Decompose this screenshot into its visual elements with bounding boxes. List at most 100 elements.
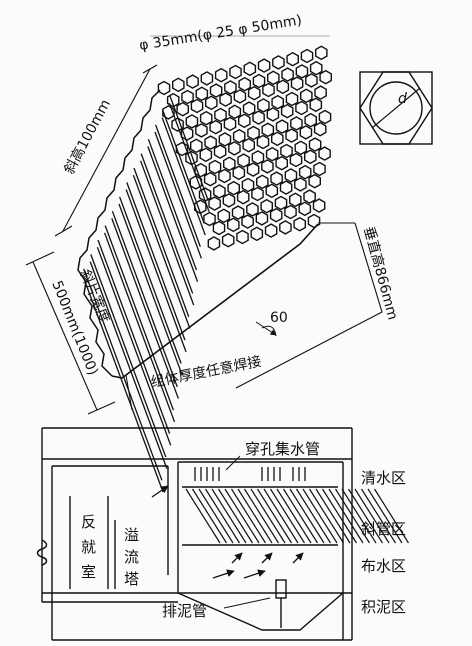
honeycomb-cell: [303, 189, 316, 204]
reaction-chamber-label: 室: [81, 563, 96, 581]
honeycomb-cell: [251, 186, 264, 202]
honeycomb-cell: [204, 135, 217, 150]
tube-hatch-line: [367, 488, 403, 544]
honeycomb-cell: [308, 137, 322, 152]
honeycomb-cell: [318, 109, 332, 125]
honeycomb-cell: [241, 177, 255, 193]
honeycomb-cell: [275, 155, 288, 171]
honeycomb-cell: [308, 173, 321, 189]
hole-size-label: φ 35mm(φ 25 φ 50mm): [138, 12, 303, 54]
honeycomb-cell: [185, 114, 199, 129]
honeycomb-cell: [309, 97, 323, 113]
tube-hatch-line: [282, 488, 319, 544]
honeycomb-cell: [246, 162, 260, 177]
honeycomb-cell: [247, 125, 260, 141]
honeycomb-cell: [309, 60, 323, 76]
honeycomb-cell: [285, 128, 298, 143]
honeycomb-cell: [293, 216, 306, 232]
honeycomb-cell: [289, 152, 303, 168]
tube-hatch-line: [269, 488, 306, 544]
honeycomb-cell: [255, 211, 269, 226]
honeycomb-cell: [261, 122, 275, 138]
honeycomb-cell: [189, 175, 203, 190]
honeycomb-cell: [295, 100, 308, 116]
tube-wall-line: [154, 124, 201, 247]
honeycomb-cell: [264, 223, 278, 238]
tube-wall-line: [161, 117, 206, 236]
honeycomb-cell: [286, 51, 299, 67]
honeycomb-cell: [218, 168, 231, 184]
honeycomb-cell: [247, 85, 261, 101]
tube-wall-line: [133, 167, 190, 318]
module-bottom-edge: [111, 223, 319, 379]
vertical-height-dimension: [235, 222, 383, 389]
honeycomb-cell: [243, 61, 257, 77]
honeycomb-cell: [313, 161, 326, 177]
tube-wall-line: [90, 254, 167, 458]
honeycomb-cell: [219, 92, 232, 107]
honeycomb-cell: [212, 220, 226, 236]
honeycomb-cell: [175, 141, 189, 157]
honeycomb-cell: [186, 74, 199, 89]
tube-hatch-line: [224, 488, 260, 544]
honeycomb-cell: [194, 162, 208, 178]
honeycomb-cell: [176, 101, 190, 117]
honeycomb-cell: [252, 110, 265, 125]
honeycomb-cell: [242, 137, 256, 153]
honeycomb-cell: [214, 107, 227, 123]
honeycomb-cell: [229, 64, 242, 80]
honeycomb-cell: [157, 80, 171, 96]
honeycomb-cell: [193, 199, 207, 215]
honeycomb-cell: [280, 143, 293, 159]
tube-wall-line: [154, 131, 203, 259]
honeycomb-cell: [203, 171, 217, 187]
tube-hatch-line: [295, 488, 332, 544]
tube-wall-line: [162, 110, 205, 224]
tube-hatch-line: [256, 488, 293, 544]
tube-hatch-line: [211, 488, 247, 544]
honeycomb-cell: [271, 94, 284, 110]
honeycomb-cell: [256, 134, 270, 150]
tube-wall-line: [139, 160, 195, 306]
honeycomb-cell: [274, 195, 288, 211]
tube-hatch-line: [315, 488, 351, 544]
honeycomb-cell: [162, 105, 175, 120]
honeycomb-cell: [224, 80, 237, 95]
tube-wall-line: [118, 203, 183, 376]
honeycomb-cell: [223, 116, 237, 132]
honeycomb-cell: [261, 159, 274, 174]
honeycomb-cell: [198, 187, 212, 202]
inclined-tube-hatching: [185, 488, 410, 544]
honeycomb-cell: [213, 144, 227, 159]
tube-hatch-line: [243, 488, 280, 544]
tube-hatch-line: [289, 488, 325, 544]
tube-hatch-line: [204, 488, 241, 544]
honeycomb-cell: [242, 101, 256, 116]
honeycomb-cell: [208, 159, 222, 175]
honeycomb-cell: [237, 153, 250, 168]
honeycomb-cell: [304, 112, 317, 128]
honeycomb-cell: [299, 125, 313, 140]
honeycomb-cell: [300, 48, 314, 64]
honeycomb-cell: [222, 156, 236, 172]
perforated-pipe-ticks: [194, 467, 306, 481]
tube-wall-lines: [82, 95, 210, 493]
tube-hatch-line: [334, 488, 371, 544]
honeycomb-cell: [204, 95, 218, 111]
tube-wall-line: [126, 182, 186, 341]
honeycomb-cell: [226, 217, 240, 233]
slant-height-label: 斜高100mm: [61, 96, 115, 176]
honeycomb-cell: [295, 64, 309, 79]
honeycomb-cell: [237, 113, 251, 129]
sludge-pipe-leader: [223, 597, 271, 609]
honeycomb-cell: [189, 138, 203, 154]
tube-hatch-line: [217, 488, 254, 544]
hexagon-diameter-label: d: [398, 91, 407, 107]
module-left-edge: [77, 89, 161, 377]
honeycomb-cell: [241, 214, 254, 229]
tube-hatch-line: [341, 488, 377, 544]
honeycomb-cell: [275, 119, 289, 134]
tube-wall-line: [132, 174, 191, 329]
honeycomb-cell: [214, 67, 228, 83]
